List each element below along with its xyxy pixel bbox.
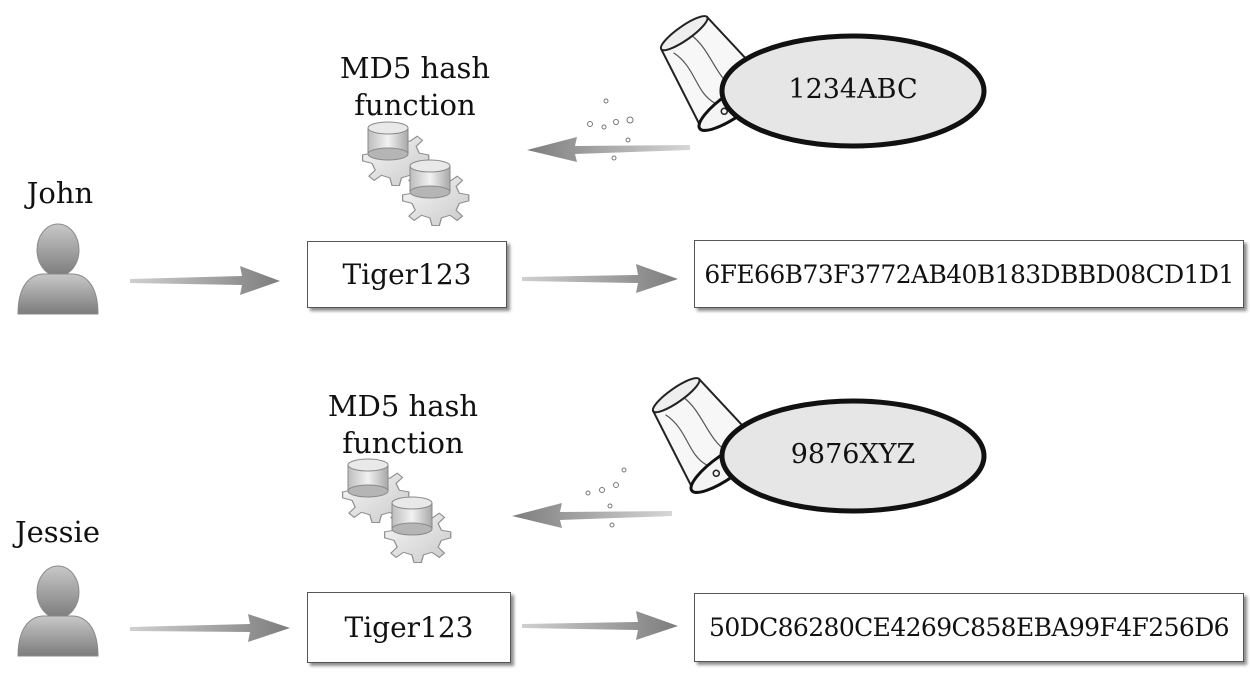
user-name-label: John xyxy=(26,176,94,210)
function-label-line2: function xyxy=(354,88,476,122)
hash-text: 50DC86280CE4269C858EBA99F4F256D6 xyxy=(709,613,1230,642)
hash-output-box: 6FE66B73F3772AB40B183DBBD08CD1D1 xyxy=(694,240,1244,308)
function-label-line2: function xyxy=(342,426,464,460)
password-box: Tiger123 xyxy=(307,592,511,663)
password-text: Tiger123 xyxy=(342,258,472,291)
hash-text: 6FE66B73F3772AB40B183DBBD08CD1D1 xyxy=(704,259,1234,289)
person-icon xyxy=(17,223,99,315)
function-label-line1: MD5 hash xyxy=(327,389,479,423)
arrow-user-to-password xyxy=(130,266,280,295)
salt-grains xyxy=(585,467,627,528)
arrow-password-to-hash xyxy=(522,264,678,293)
person-icon xyxy=(17,565,99,657)
salt-ellipse xyxy=(719,398,987,514)
arrow-password-to-hash xyxy=(522,611,678,640)
salt-value: 9876XYZ xyxy=(790,439,916,470)
arrow-salt-to-function xyxy=(512,503,672,528)
salt-value: 1234ABC xyxy=(788,74,918,105)
function-label-line1: MD5 hash xyxy=(339,51,491,85)
user-name-label: Jessie xyxy=(15,515,100,549)
salt-ellipse xyxy=(719,33,987,149)
hash-output-box: 50DC86280CE4269C858EBA99F4F256D6 xyxy=(694,593,1244,662)
gears-icon xyxy=(361,121,470,227)
arrow-salt-to-function xyxy=(527,137,690,162)
password-text: Tiger123 xyxy=(344,611,474,644)
gears-icon xyxy=(341,458,452,564)
password-box: Tiger123 xyxy=(307,241,507,308)
salt-grains xyxy=(587,98,634,161)
arrow-user-to-password xyxy=(130,614,290,642)
